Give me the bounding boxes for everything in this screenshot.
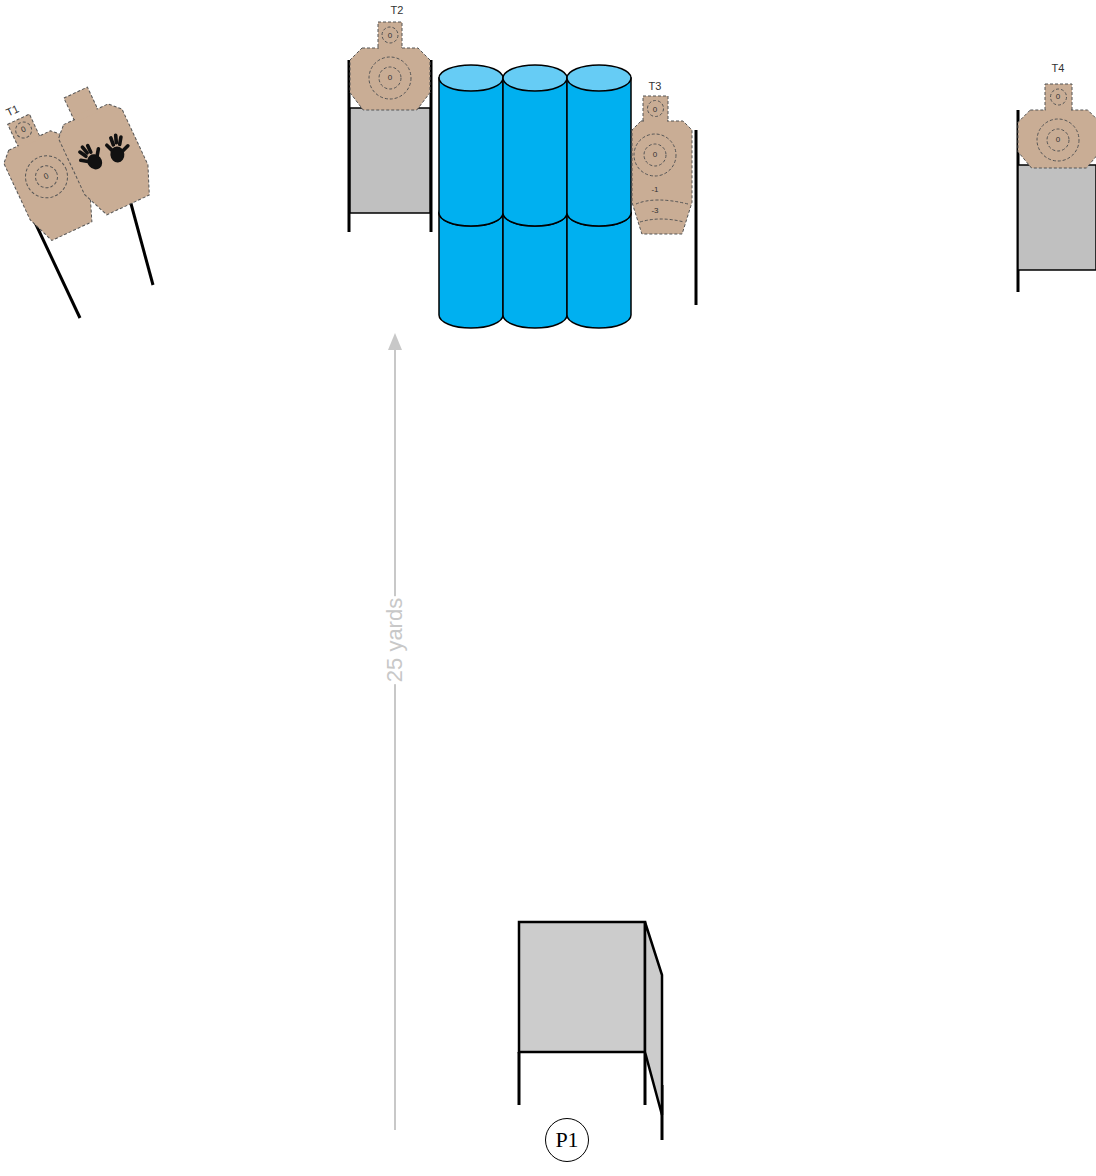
- zone-value: 0: [653, 151, 657, 159]
- zone-value: 0: [388, 32, 392, 40]
- start-position: P1: [545, 1118, 589, 1162]
- zone-value: 0: [388, 74, 392, 82]
- target: T100: [0, 53, 186, 261]
- zone-value: -1: [651, 186, 658, 194]
- target-shape: [1017, 60, 1096, 168]
- target-shape: [350, 0, 432, 112]
- target-label: T1: [4, 103, 20, 118]
- position-label: P1: [555, 1127, 578, 1153]
- target-shape: [630, 78, 696, 238]
- target-label: T3: [649, 81, 662, 92]
- target: T3 0 0 -1 -3: [630, 78, 696, 238]
- target: T4 0 0: [1017, 60, 1096, 168]
- target-label: T4: [1052, 63, 1065, 74]
- zone-value: 0: [1056, 93, 1060, 101]
- target-label: T2: [391, 5, 404, 16]
- zone-value: -3: [651, 207, 658, 215]
- target-shape: [0, 53, 186, 261]
- target: T2 0 0: [350, 0, 432, 112]
- distance-label: 25 yards: [378, 596, 412, 684]
- zone-value: 0: [653, 106, 657, 114]
- zone-value: 0: [1056, 136, 1060, 144]
